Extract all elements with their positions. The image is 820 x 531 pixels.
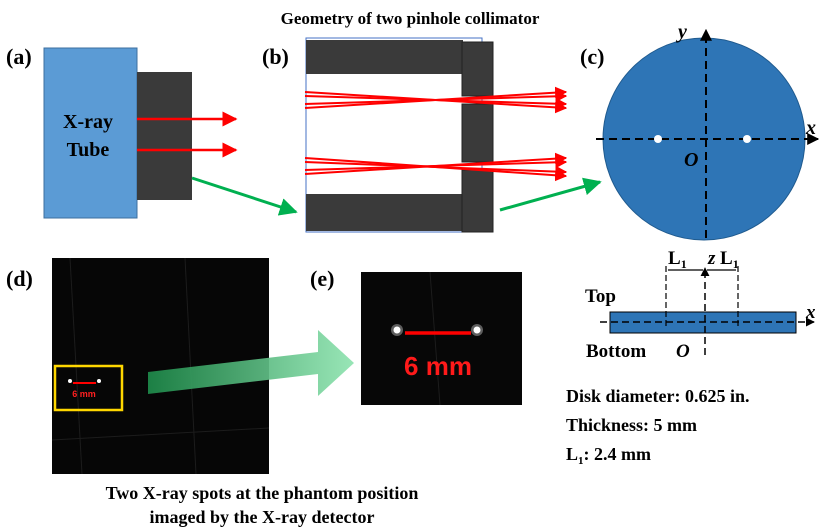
arrow-b-to-c [499,177,602,212]
spec-l1: L1: 2.4 mm [566,444,651,467]
disk-x-axis-label: x [805,117,816,139]
highlight-box [53,364,124,412]
disk-y-axis-label: y [676,21,687,43]
spot-e-right [473,326,481,334]
l1-label-left: L1 [668,248,687,271]
panel-d-label: (d) [6,266,33,291]
side-z-label: z [707,248,716,269]
panel-a-label: (a) [6,44,32,69]
xray-tube-label-line2: Tube [67,139,110,161]
spot-d-left [68,379,72,383]
caption-line1: Two X-ray spots at the phantom position [106,483,419,503]
collimator-plate-top [461,41,494,97]
panel-c-label: (c) [580,44,604,69]
side-x-axis-label: x [805,302,816,323]
pinhole-left [654,135,662,143]
caption-line2: imaged by the X-ray detector [150,507,375,527]
collimator-top-arm [306,40,463,74]
spec-thickness: Thickness: 5 mm [566,415,697,435]
l1-label-right: L1 [720,248,739,271]
spec-diameter: Disk diameter: 0.625 in. [566,386,750,406]
collimator-plate-bottom [461,169,494,233]
collimator-plate-middle [461,103,494,163]
side-origin-label: O [676,341,690,362]
scale-text-d: 6 mm [72,389,96,399]
side-bottom-label: Bottom [586,341,646,362]
tube-collimator-block [137,72,192,200]
xray-tube [43,47,138,219]
collimator-rays-lower [304,152,568,182]
side-view: z L1 L1 Top Bottom O x [585,248,816,362]
collimator-bottom-arm [306,194,463,231]
arrow-a-to-b [191,176,298,216]
pinhole-right [743,135,751,143]
zoomed-image [361,272,522,405]
panel-e-label: (e) [310,266,334,291]
zoomed-image-texture [429,271,441,406]
collimator-rays-upper [304,86,568,114]
zoom-arrow [148,330,354,396]
panel-b-label: (b) [262,44,289,69]
disk-origin-label: O [684,149,698,171]
spot-d-right [97,379,101,383]
scale-text-e: 6 mm [404,351,472,381]
side-top-label: Top [585,286,616,307]
spot-e-left [393,326,401,334]
figure-title: Geometry of two pinhole collimator [281,9,540,28]
xray-tube-label-line1: X-ray [63,111,113,133]
